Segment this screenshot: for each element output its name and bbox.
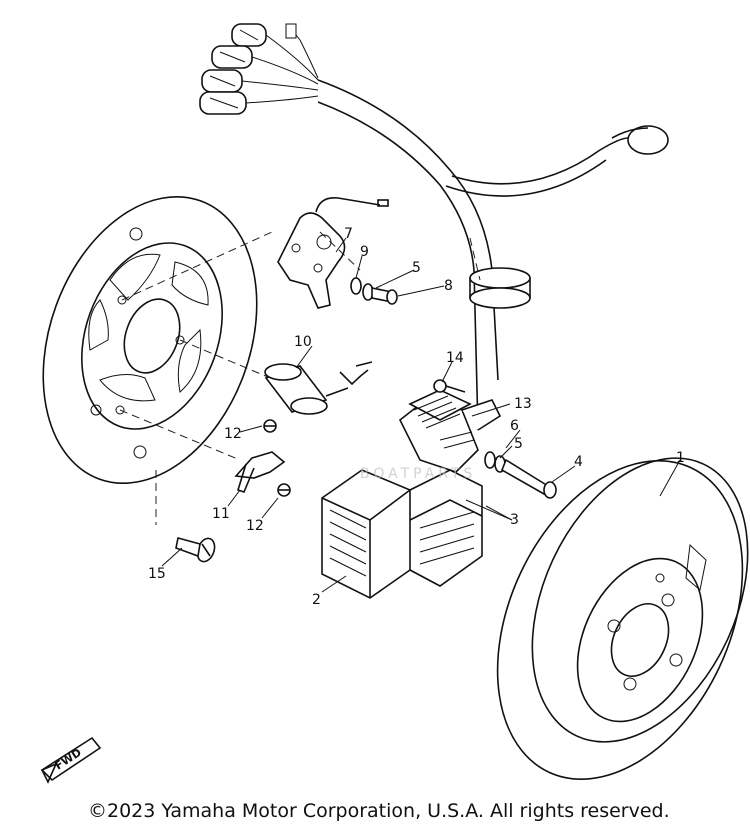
small-screws xyxy=(263,419,291,497)
callout-6: 6 xyxy=(510,418,519,434)
condenser xyxy=(264,361,373,415)
callout-4: 4 xyxy=(574,454,583,470)
callout-3: 3 xyxy=(510,512,519,528)
washer-and-screw-top xyxy=(350,277,398,305)
wire-bracket xyxy=(234,451,286,493)
callout-12-upper: 12 xyxy=(224,426,242,442)
copyright-notice: ©2023 Yamaha Motor Corporation, U.S.A. A… xyxy=(88,800,670,822)
callout-14: 14 xyxy=(446,350,464,366)
callout-1: 1 xyxy=(676,450,685,466)
callout-9: 9 xyxy=(360,244,369,260)
pan-screw xyxy=(175,537,216,563)
callout-7: 7 xyxy=(344,226,353,242)
callout-13: 13 xyxy=(514,396,532,412)
contact-breaker xyxy=(277,196,389,309)
callout-11: 11 xyxy=(212,506,230,522)
callout-5-lower: 5 xyxy=(514,436,523,452)
callout-labels: 1 2 3 4 5 5 6 7 8 9 10 11 12 12 13 14 15… xyxy=(53,226,685,773)
callout-8: 8 xyxy=(444,278,453,294)
long-screw xyxy=(484,451,557,499)
stator-base-plate xyxy=(42,195,258,485)
lighting-coil xyxy=(398,379,502,473)
source-coil xyxy=(321,469,483,599)
leader-lines xyxy=(161,237,681,593)
fwd-arrow xyxy=(40,736,102,784)
callout-15: 15 xyxy=(148,566,166,582)
grommet xyxy=(469,267,531,309)
wire-connectors xyxy=(199,23,319,115)
callout-5-upper: 5 xyxy=(412,260,421,276)
flywheel-magneto xyxy=(496,457,749,780)
wire-harness xyxy=(317,79,669,431)
callout-10: 10 xyxy=(294,334,312,350)
watermark: BOATPARTS xyxy=(360,466,477,482)
callout-12-lower: 12 xyxy=(246,518,264,534)
alignment-lines xyxy=(119,231,481,525)
exploded-parts-diagram: 1 2 3 4 5 5 6 7 8 9 10 11 12 12 13 14 15… xyxy=(40,23,749,784)
callout-2: 2 xyxy=(312,592,321,608)
